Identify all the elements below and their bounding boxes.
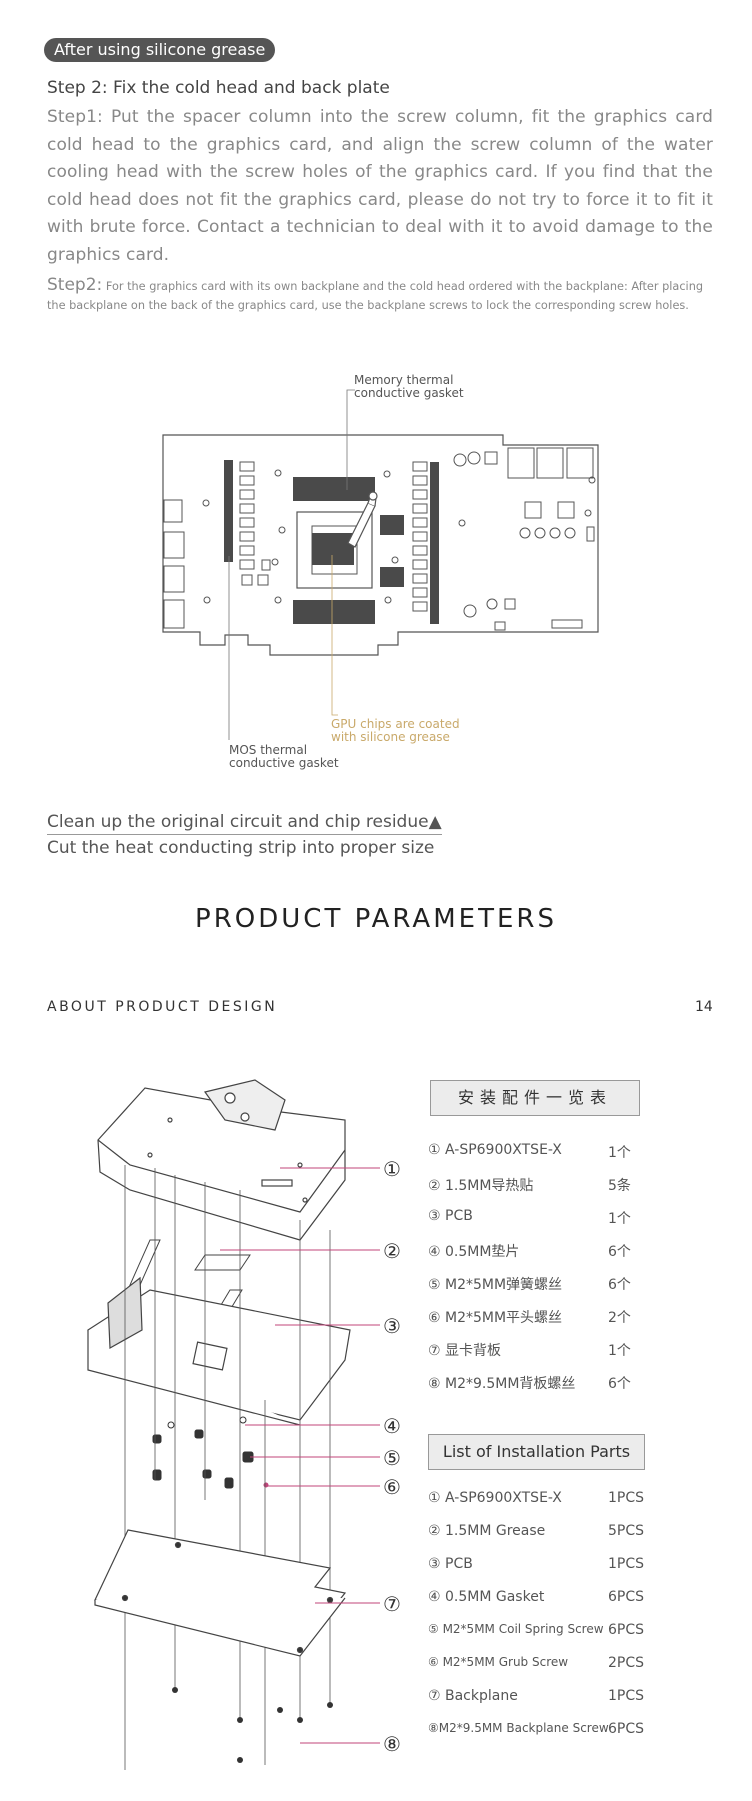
callout-gpu-line1: GPU chips are coated <box>331 717 460 731</box>
note-clean-up: Clean up the original circuit and chip r… <box>47 812 442 835</box>
part-name: ⑥ M2*5MM平头螺丝 <box>428 1310 563 1326</box>
callout-gpu-line2: with silicone grease <box>331 730 450 744</box>
part-name: ⑤ M2*5MM Coil Spring Screw <box>428 1622 604 1636</box>
step-heading: Step 2: Fix the cold head and back plate <box>47 78 390 98</box>
list-item: ④ 0.5MM Gasket 6PCS <box>428 1589 728 1609</box>
part-name: ⑧M2*9.5MM Backplane Screw <box>428 1721 609 1735</box>
part-name: ⑦ Backplane <box>428 1688 518 1704</box>
part-qty: 6个 <box>608 1277 631 1293</box>
part-qty: 2PCS <box>608 1655 645 1671</box>
callout-mos-line2: conductive gasket <box>229 756 339 770</box>
list-item: ⑤ M2*5MM Coil Spring Screw 6PCS <box>428 1622 728 1642</box>
callout-memory: Memory thermal conductive gasket <box>354 374 464 400</box>
list-item: ⑦ Backplane 1PCS <box>428 1688 728 1708</box>
step1-paragraph: Step1: Put the spacer column into the sc… <box>47 107 713 265</box>
marker-5: ⑤ <box>383 1446 401 1470</box>
list-item: ⑤ M2*5MM弹簧螺丝 6个 <box>428 1274 728 1294</box>
part-name: ① A-SP6900XTSE-X <box>428 1142 562 1158</box>
list-item: ④ 0.5MM垫片 6个 <box>428 1241 728 1261</box>
backplate <box>94 1529 347 1657</box>
part-qty: 5PCS <box>608 1523 645 1539</box>
part-name: ④ 0.5MM垫片 <box>428 1244 520 1260</box>
list-item: ③ PCB 1PCS <box>428 1556 728 1576</box>
marker-4: ④ <box>383 1414 401 1438</box>
marker-8: ⑧ <box>383 1732 401 1756</box>
marker-1: ① <box>383 1157 401 1181</box>
part-qty: 5条 <box>608 1178 631 1194</box>
list-item: ⑥ M2*5MM平头螺丝 2个 <box>428 1307 728 1327</box>
note-cut-strip: Cut the heat conducting strip into prope… <box>47 838 435 858</box>
part-name: ⑦ 显卡背板 <box>428 1343 502 1359</box>
part-qty: 6个 <box>608 1244 631 1260</box>
part-name: ⑥ M2*5MM Grub Screw <box>428 1655 569 1669</box>
part-qty: 6PCS <box>608 1622 645 1638</box>
list-item: ① A-SP6900XTSE-X 1PCS <box>428 1490 728 1510</box>
marker-7: ⑦ <box>383 1592 401 1616</box>
part-qty: 2个 <box>608 1310 631 1326</box>
part-name: ③ PCB <box>428 1208 473 1224</box>
part-qty: 6PCS <box>608 1721 645 1737</box>
callout-memory-line2: conductive gasket <box>354 386 464 400</box>
part-name: ② 1.5MM Grease <box>428 1523 546 1539</box>
list-item: ⑧ M2*9.5MM背板螺丝 6个 <box>428 1373 728 1393</box>
marker-6: ⑥ <box>383 1475 401 1499</box>
water-block <box>97 1079 346 1241</box>
list-item: ⑦ 显卡背板 1个 <box>428 1340 728 1360</box>
callout-gpu: GPU chips are coated with silicone greas… <box>331 718 460 744</box>
memory-pad-top <box>293 477 375 501</box>
list-item: ⑥ M2*5MM Grub Screw 2PCS <box>428 1655 728 1675</box>
memory-pad-bottom <box>293 600 375 624</box>
section-pill: After using silicone grease <box>44 38 276 62</box>
step2-label: Step2: <box>47 275 103 295</box>
part-name: ① A-SP6900XTSE-X <box>428 1490 562 1506</box>
part-qty: 1个 <box>608 1343 631 1359</box>
step2-text: For the graphics card with its own backp… <box>47 280 704 312</box>
grease-syringe <box>347 491 378 548</box>
part-qty: 1PCS <box>608 1490 645 1506</box>
section-title: PRODUCT PARAMETERS <box>195 904 557 934</box>
marker-3: ③ <box>383 1314 401 1338</box>
part-name: ⑤ M2*5MM弹簧螺丝 <box>428 1277 563 1293</box>
part-qty: 1个 <box>608 1211 631 1227</box>
marker-2: ② <box>383 1239 401 1263</box>
gpu-die <box>312 533 354 565</box>
mos-pad-right <box>430 462 439 624</box>
part-qty: 6PCS <box>608 1589 645 1605</box>
exploded-view <box>87 1079 380 1770</box>
parts-list-cn-title: 安装配件一览表 <box>430 1080 640 1116</box>
list-item: ② 1.5MM Grease 5PCS <box>428 1523 728 1543</box>
step2-paragraph: Step2: For the graphics card with its ow… <box>47 276 717 315</box>
section-subtitle: ABOUT PRODUCT DESIGN <box>47 999 278 1015</box>
part-qty: 6个 <box>608 1376 631 1392</box>
callout-mos: MOS thermal conductive gasket <box>229 744 339 770</box>
list-item: ① A-SP6900XTSE-X 1个 <box>428 1142 728 1162</box>
parts-list-en-title: List of Installation Parts <box>428 1434 645 1470</box>
callout-memory-line1: Memory thermal <box>354 373 454 387</box>
part-qty: 1个 <box>608 1145 631 1161</box>
pcb-board-outline <box>162 434 599 656</box>
part-qty: 1PCS <box>608 1688 645 1704</box>
page-number: 14 <box>695 999 713 1015</box>
part-name: ② 1.5MM导热贴 <box>428 1178 534 1194</box>
mos-pad-left <box>224 460 233 562</box>
part-name: ③ PCB <box>428 1556 473 1572</box>
callout-mos-line1: MOS thermal <box>229 743 308 757</box>
exploded-pcb <box>87 1276 351 1426</box>
part-name: ④ 0.5MM Gasket <box>428 1589 545 1605</box>
part-name: ⑧ M2*9.5MM背板螺丝 <box>428 1376 576 1392</box>
part-qty: 1PCS <box>608 1556 645 1572</box>
list-item: ③ PCB 1个 <box>428 1208 728 1228</box>
list-item: ② 1.5MM导热贴 5条 <box>428 1175 728 1195</box>
pcb-diagram <box>162 389 599 740</box>
